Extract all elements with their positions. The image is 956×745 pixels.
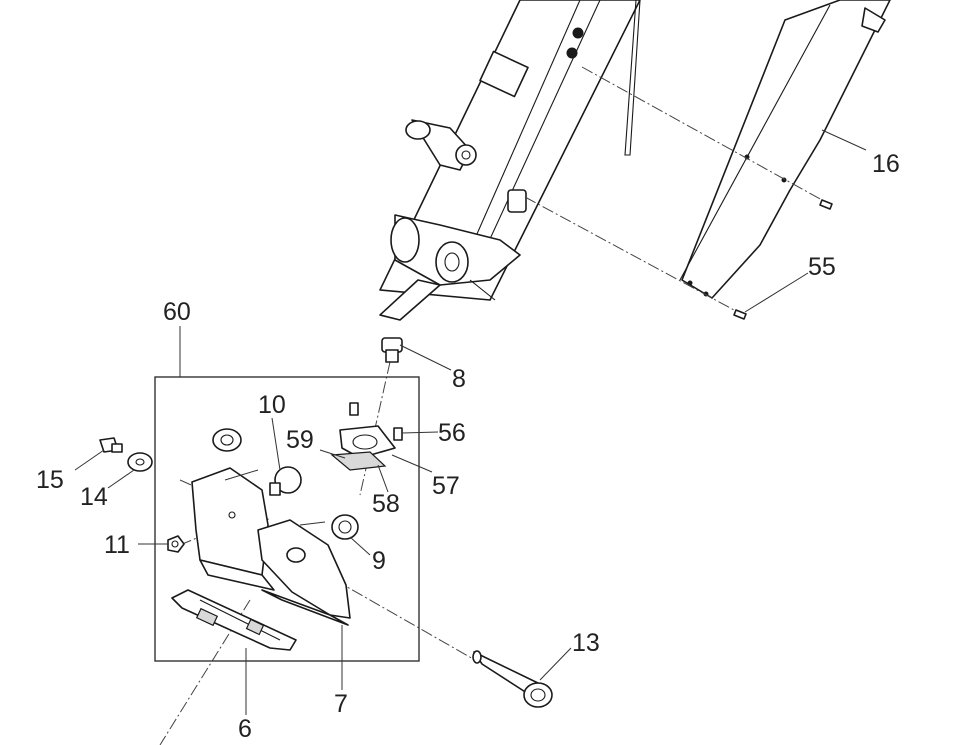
callout-15: 15 (36, 466, 64, 494)
axle-bolt-13 (472, 650, 553, 708)
screw-55 (733, 309, 747, 320)
leader-lines (74, 129, 867, 715)
bolt-15 (99, 437, 123, 453)
bolt-8 (381, 337, 403, 363)
assembly-box-60 (154, 376, 420, 662)
bracket-plate-57 (330, 402, 403, 471)
cover-panel-16 (624, 0, 891, 299)
nut-11 (167, 535, 185, 553)
callout-55: 55 (808, 253, 836, 281)
foot-plate-6 (171, 589, 297, 651)
callout-59: 59 (286, 426, 314, 454)
callout-58: 58 (372, 490, 400, 518)
bushing-9 (331, 514, 359, 540)
callout-8: 8 (452, 365, 466, 393)
callout-labels: 16 55 60 8 10 59 56 15 14 57 58 11 9 13 … (36, 150, 900, 743)
spacer-10 (212, 428, 302, 496)
callout-14: 14 (80, 483, 108, 511)
screw-16 (819, 199, 833, 210)
callout-16: 16 (872, 150, 900, 178)
callout-6: 6 (238, 715, 252, 743)
callout-7: 7 (334, 690, 348, 718)
callout-13: 13 (572, 629, 600, 657)
callout-11: 11 (104, 531, 130, 559)
upright-frame (379, 0, 641, 321)
washer-14 (127, 452, 153, 472)
callout-60: 60 (163, 298, 191, 326)
side-plate-right (257, 519, 351, 626)
callout-57: 57 (432, 472, 460, 500)
callout-56: 56 (438, 419, 466, 447)
callout-10: 10 (258, 391, 286, 419)
side-plate-left (191, 467, 275, 591)
callout-9: 9 (372, 547, 386, 575)
